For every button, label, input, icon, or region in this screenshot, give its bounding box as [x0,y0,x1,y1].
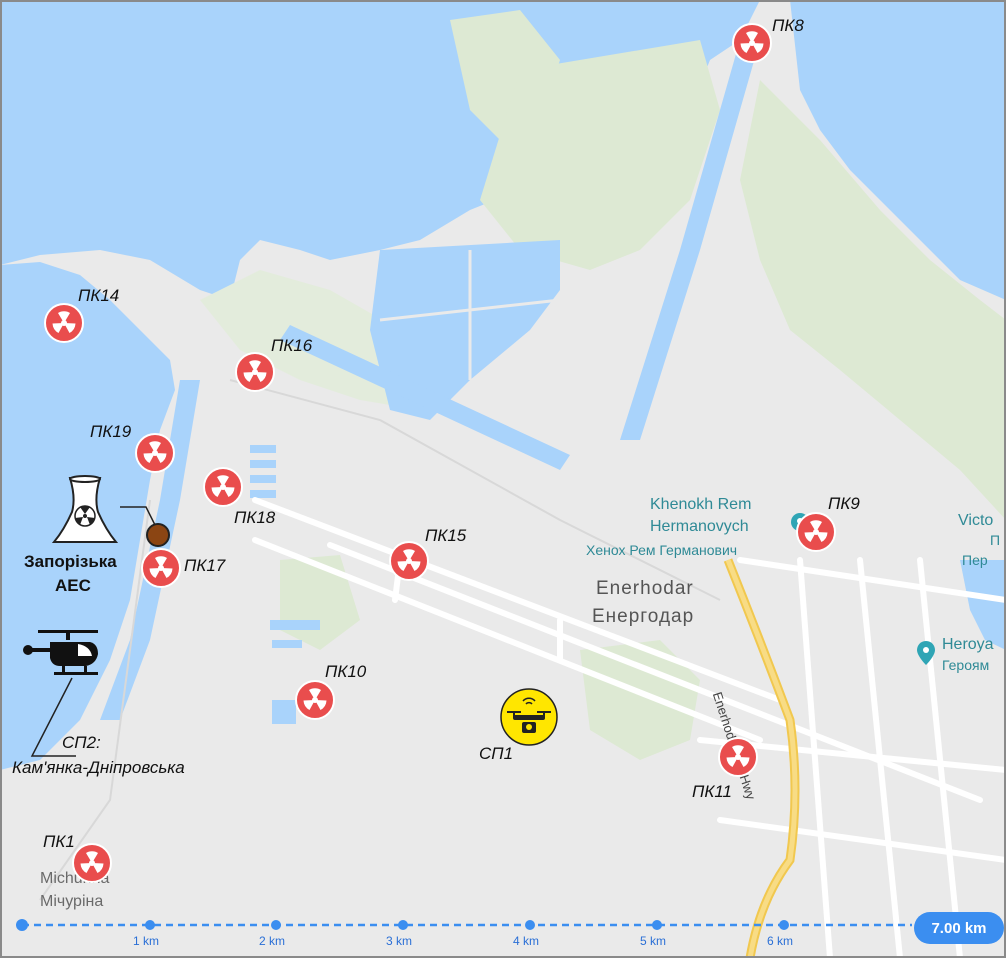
pk-label: ПК19 [90,422,132,441]
poi-heroya: Heroya [942,636,994,653]
village-name-uk: Мічуріна [40,893,104,910]
scale-tick-4: 4 km [513,934,540,948]
scale-tick-2: 2 km [259,934,286,948]
poi-khenokh-uk: Хенох Рем Германович [586,542,738,558]
radiation-marker-icon[interactable] [718,737,758,777]
radiation-marker-icon[interactable] [203,467,243,507]
pk-label: ПК9 [828,494,860,513]
poi-heroya-pin-icon[interactable] [916,640,936,666]
scale-tick-3: 3 km [386,934,413,948]
town-name-en: Enerhodar [596,578,694,599]
sp2-label-line1: СП2: [62,733,101,752]
poi-victo: Victo [958,512,994,529]
pk-label: ПК17 [184,556,226,575]
radiation-marker-icon[interactable] [141,548,181,588]
poi-victo-sub2: Пер [962,552,988,568]
pk-label: ПК1 [43,832,75,851]
radiation-marker-icon[interactable] [72,843,112,883]
sp2-pointer-line [30,677,76,757]
pk-label: ПК11 [692,782,732,801]
pk-label: ПК10 [325,662,367,681]
sp1-label: СП1 [479,744,514,763]
helicopter-icon[interactable] [20,628,104,688]
sp2-label-line2: Кам'янка-Дніпровська [12,758,185,777]
radiation-marker-icon[interactable] [389,541,429,581]
radiation-marker-icon[interactable] [796,512,836,552]
scale-tick-6: 6 km [767,934,794,948]
radiation-marker-icon[interactable] [295,680,335,720]
radiation-marker-icon[interactable] [135,433,175,473]
poi-khenokh-en-line1: Khenokh Rem [650,496,752,513]
pk-label: ПК14 [78,286,120,305]
pk-label: ПК15 [425,526,467,545]
drone-icon[interactable] [499,687,559,747]
pk-label: ПК16 [271,336,313,355]
poi-victo-sub1: П [990,532,1001,548]
plant-name-line1: Запорізька [24,552,117,571]
pk-label: ПК18 [234,508,276,527]
plant-name-line2: АЕС [55,576,91,595]
scale-total-badge[interactable]: 7.00 km [914,912,1004,944]
poi-khenokh-en-line2: Hermanovych [650,518,749,535]
pk-label: ПК8 [772,16,804,35]
poi-heroya-uk: Героям [942,657,990,673]
radiation-marker-icon[interactable] [235,352,275,392]
scale-tick-1: 1 km [133,934,160,948]
radiation-marker-icon[interactable] [732,23,772,63]
nuclear-plant-icon[interactable] [52,474,118,546]
radiation-marker-icon[interactable] [44,303,84,343]
plant-pointer-icon [120,506,170,547]
town-name-uk: Енергодар [592,606,695,627]
scale-tick-5: 5 km [640,934,667,948]
scale-bar [16,919,912,931]
